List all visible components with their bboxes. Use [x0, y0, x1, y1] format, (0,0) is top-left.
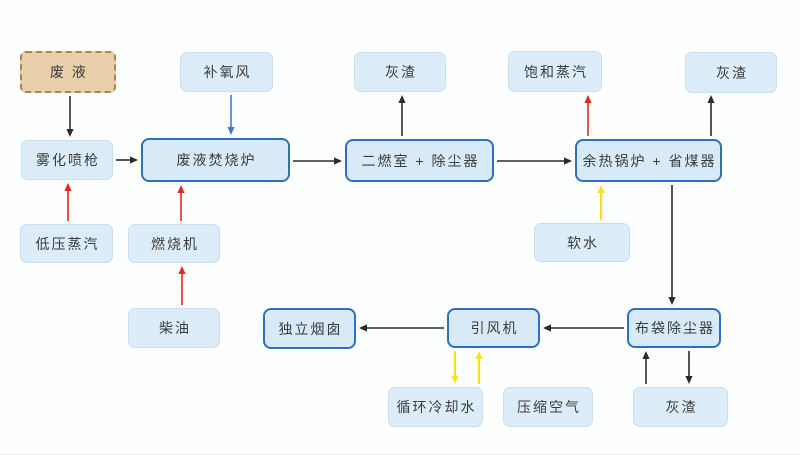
- arrowhead: [177, 185, 185, 193]
- node-waste-heat-boiler: 余热锅炉 + 省煤器: [575, 139, 722, 182]
- node-cooling-water: 循环冷却水: [388, 387, 483, 427]
- arrowhead: [642, 351, 650, 359]
- node-label-draft-fan: 引风机: [470, 320, 519, 336]
- edge-bag-filter-to-draft-fan: [543, 324, 624, 332]
- edge-secondary-chamber-to-waste-heat-boiler: [497, 157, 572, 165]
- node-label-cooling-water: 循环冷却水: [396, 399, 477, 415]
- edge-soft-water-to-waste-heat-boiler: [597, 185, 605, 220]
- node-label-oxygen-air: 补氧风: [203, 64, 252, 80]
- node-label-atomizing-gun: 雾化喷枪: [36, 152, 100, 168]
- arrowhead: [66, 129, 74, 137]
- node-ash-top-2: 灰渣: [685, 52, 777, 93]
- node-oxygen-air: 补氧风: [180, 52, 273, 92]
- arrowhead: [64, 183, 72, 191]
- node-waste-liquid: 废 液: [20, 51, 116, 93]
- arrowhead: [685, 376, 693, 384]
- edge-burner-to-incinerator: [177, 185, 185, 221]
- arrowhead: [584, 95, 592, 103]
- arrowhead: [178, 266, 186, 274]
- node-label-ash-top-2: 灰渣: [716, 64, 748, 81]
- arrowhead: [564, 157, 572, 165]
- edge-secondary-chamber-to-ash-top-1: [398, 95, 406, 136]
- node-chimney: 独立烟囱: [263, 308, 356, 349]
- edge-draft-fan-to-cooling-water: [451, 351, 459, 384]
- edge-waste-liquid-to-atomizing-gun: [66, 96, 74, 137]
- node-compressed-air: 压缩空气: [503, 387, 593, 427]
- edge-low-pressure-steam-to-atomizing-gun: [64, 183, 72, 221]
- node-soft-water: 软水: [534, 223, 630, 262]
- arrowhead: [334, 157, 342, 165]
- node-burner: 燃烧机: [128, 224, 220, 263]
- arrowhead: [597, 185, 605, 193]
- node-draft-fan: 引风机: [447, 308, 540, 348]
- arrowhead: [130, 156, 138, 164]
- node-label-secondary-chamber: 二燃室 + 除尘器: [361, 152, 480, 169]
- edge-bag-filter-to-ash-bottom: [685, 351, 693, 384]
- node-label-saturated-steam: 饱和蒸汽: [524, 63, 588, 80]
- node-label-diesel: 柴油: [159, 320, 191, 336]
- node-label-soft-water: 软水: [567, 234, 599, 251]
- edge-atomizing-gun-to-incinerator: [116, 156, 138, 164]
- node-label-burner: 燃烧机: [151, 235, 199, 252]
- node-label-ash-top-1: 灰渣: [385, 64, 417, 80]
- edge-oxygen-air-to-incinerator: [227, 95, 235, 135]
- node-label-low-pressure-steam: 低压蒸汽: [35, 235, 100, 252]
- node-label-chimney: 独立烟囱: [278, 320, 343, 337]
- edge-cooling-water-to-draft-fan: [475, 351, 483, 384]
- edge-draft-fan-to-chimney: [359, 324, 444, 332]
- arrowhead: [398, 95, 406, 103]
- node-ash-bottom: 灰渣: [633, 387, 728, 427]
- node-label-waste-liquid: 废 液: [50, 64, 88, 80]
- arrowhead: [359, 324, 367, 332]
- edge-diesel-to-burner: [178, 266, 186, 305]
- arrowhead: [543, 324, 551, 332]
- node-ash-top-1: 灰渣: [354, 52, 446, 92]
- node-atomizing-gun: 雾化喷枪: [21, 140, 113, 180]
- node-label-compressed-air: 压缩空气: [517, 399, 581, 415]
- edge-waste-heat-boiler-to-saturated-steam: [584, 95, 592, 136]
- edge-incinerator-to-secondary-chamber: [293, 157, 342, 165]
- edge-ash-bottom-to-bag-filter: [642, 351, 650, 384]
- node-label-incinerator: 废液焚烧炉: [176, 152, 257, 168]
- node-label-ash-bottom: 灰渣: [665, 399, 698, 415]
- arrowhead: [475, 351, 483, 359]
- node-label-bag-filter: 布袋除尘器: [635, 320, 715, 336]
- node-saturated-steam: 饱和蒸汽: [508, 51, 602, 92]
- node-low-pressure-steam: 低压蒸汽: [20, 224, 113, 263]
- edge-waste-heat-boiler-to-ash-top-2: [707, 95, 715, 136]
- node-bag-filter: 布袋除尘器: [627, 308, 721, 348]
- node-diesel: 柴油: [128, 308, 220, 348]
- node-secondary-chamber: 二燃室 + 除尘器: [345, 139, 494, 182]
- node-label-waste-heat-boiler: 余热锅炉 + 省煤器: [582, 152, 717, 169]
- edge-waste-heat-boiler-to-bag-filter: [668, 185, 676, 305]
- arrowhead: [227, 127, 235, 135]
- node-incinerator: 废液焚烧炉: [141, 138, 290, 182]
- arrowhead: [451, 376, 459, 384]
- arrowhead: [707, 95, 715, 103]
- arrowhead: [668, 297, 676, 305]
